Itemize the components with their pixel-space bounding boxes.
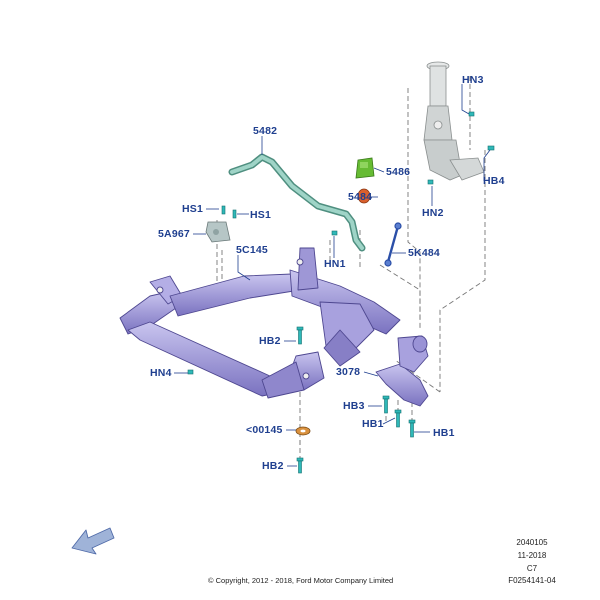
fasteners [187, 111, 495, 474]
label-5k484: 5K484 [408, 247, 440, 259]
label-hs1-top: HS1 [182, 203, 204, 215]
stabilizer-link [384, 222, 402, 267]
footer-code-2: 11-2018 [517, 551, 547, 560]
label-hn4: HN4 [150, 367, 172, 379]
stabilizer-bar [228, 153, 366, 252]
footer-code-3: C7 [526, 564, 538, 573]
washer-00145 [295, 426, 311, 436]
label-hn3: HN3 [462, 74, 484, 86]
label-hn2: HN2 [422, 207, 444, 219]
label-5484: 5484 [348, 191, 373, 203]
label-hb4: HB4 [483, 175, 505, 187]
footer-code-1: 2040105 [516, 538, 548, 547]
stabilizer-bushing [357, 188, 371, 204]
label-hb2-upper: HB2 [259, 335, 281, 347]
front-subframe [119, 247, 401, 399]
footer-code-4: F0254141-04 [508, 576, 556, 585]
label-00145: <00145 [246, 424, 283, 436]
copyright-notice: © Copyright, 2012 - 2018, Ford Motor Com… [208, 576, 394, 585]
label-5c145: 5C145 [236, 244, 268, 256]
label-3078: 3078 [336, 366, 361, 378]
label-5a967: 5A967 [158, 228, 190, 240]
leader-lines [174, 84, 491, 467]
lower-control-arm [375, 335, 429, 407]
label-hb1-right: HB1 [433, 427, 455, 439]
bolt-hb2-upper-head [296, 326, 304, 331]
label-hb1-left: HB1 [362, 418, 384, 430]
label-5486: 5486 [386, 166, 411, 178]
bolt-hb2-upper-shank [298, 329, 302, 345]
label-hb3: HB3 [343, 400, 365, 412]
label-hb2-lower: HB2 [262, 460, 284, 472]
label-5482: 5482 [253, 125, 278, 137]
stabilizer-bracket [355, 157, 375, 179]
label-hs1-right: HS1 [250, 209, 272, 221]
arrow-icon [71, 527, 115, 555]
label-hn1: HN1 [324, 258, 346, 270]
bracket-5a967 [205, 221, 231, 243]
